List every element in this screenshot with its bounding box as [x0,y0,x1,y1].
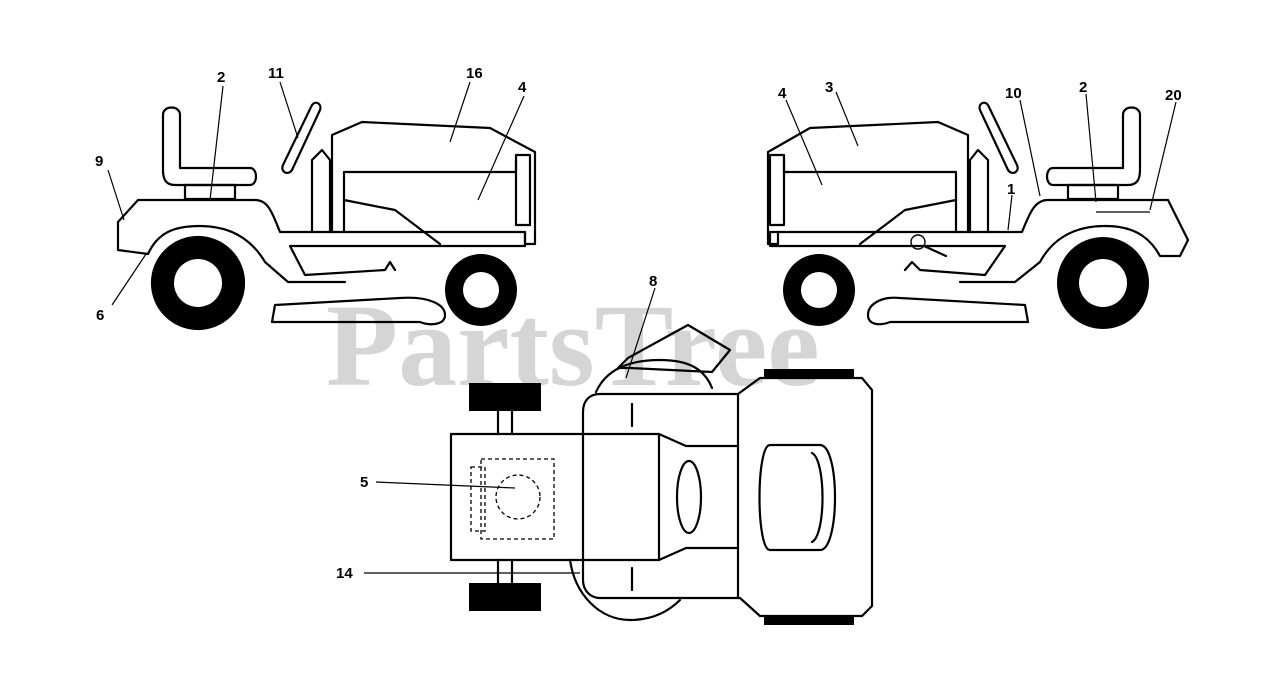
leader-right-4 [785,99,823,186]
top-decal-area [480,458,555,540]
right-side-view [766,101,1190,329]
right-ignition-knob [910,234,926,250]
left-grille [514,153,532,227]
left-hood-crease [342,198,442,246]
right-steering-column [968,148,990,234]
callout-top-5: 5 [360,474,368,491]
callout-right-20: 20 [1165,87,1182,104]
right-seat-base [1066,183,1120,201]
callout-right-1: 1 [1007,181,1015,198]
left-steering-column [310,148,332,234]
left-side-view [116,101,537,331]
top-decal-tab [470,466,486,532]
top-seat [758,443,837,552]
leader-left-9 [107,169,125,221]
left-rear-fender-lower [116,220,347,284]
top-mower-deck-lower [568,558,682,622]
right-rear-hub [1079,259,1127,307]
callout-left-16: 16 [466,65,483,82]
callout-left-9: 9 [95,153,103,170]
top-discharge-chute [616,323,732,374]
leader-right-3 [835,91,859,147]
top-chassis [581,376,874,618]
top-hood [449,432,661,562]
callout-right-3: 3 [825,79,833,96]
leader-right-20 [1149,101,1177,211]
callout-right-2: 2 [1079,79,1087,96]
top-mower-deck [594,358,714,394]
top-rear-wheel-right [764,615,854,625]
top-front-wheel-right [469,583,541,611]
top-chassis-neck [657,546,740,600]
top-fuel-cap [495,474,541,520]
right-seat [1045,106,1142,187]
leader-left-16 [449,81,471,143]
leader-top-8 [625,287,656,379]
callout-left-2: 2 [217,69,225,86]
right-hood [766,120,970,246]
right-front-hub [801,272,837,308]
leader-left-4 [477,95,525,201]
callout-top-14: 14 [336,565,353,582]
leader-left-6 [111,253,147,306]
top-steering-wheel [675,459,703,535]
right-steering-wheel [978,101,1019,174]
left-steering-wheel [281,101,322,174]
right-rear-fender-lower [958,224,1190,284]
callout-left-4: 4 [518,79,527,96]
leader-right-1 [1007,194,1013,231]
right-mower-deck [866,296,1030,326]
right-ignition-lever [922,244,948,258]
left-rear-hub [174,259,222,307]
callout-top-8: 8 [649,273,657,290]
leader-right-2 [1085,93,1097,203]
left-seat [161,106,258,187]
left-hood [330,120,537,246]
right-grille [768,153,786,227]
top-seat-back [810,451,824,544]
top-front-wheel-left [469,383,541,411]
callout-right-10: 10 [1005,85,1022,102]
callout-right-4: 4 [778,85,787,102]
right-hood-line [782,158,958,234]
callout-left-6: 6 [96,307,104,324]
leader-top-5 [375,481,516,489]
left-hood-line [342,158,518,234]
right-hood-crease [858,198,958,246]
leader-right-10 [1019,99,1041,197]
watermark: PartsTree [326,280,820,411]
top-view [449,323,874,625]
leader-left-11 [279,81,299,139]
left-rear-fender [116,198,527,277]
left-front-hub [463,272,499,308]
leader-left-2 [209,85,224,201]
right-rear-fender [768,198,1190,277]
callout-left-11: 11 [268,65,284,82]
left-mower-deck [270,296,447,326]
top-rear-wheel-left [764,369,854,379]
